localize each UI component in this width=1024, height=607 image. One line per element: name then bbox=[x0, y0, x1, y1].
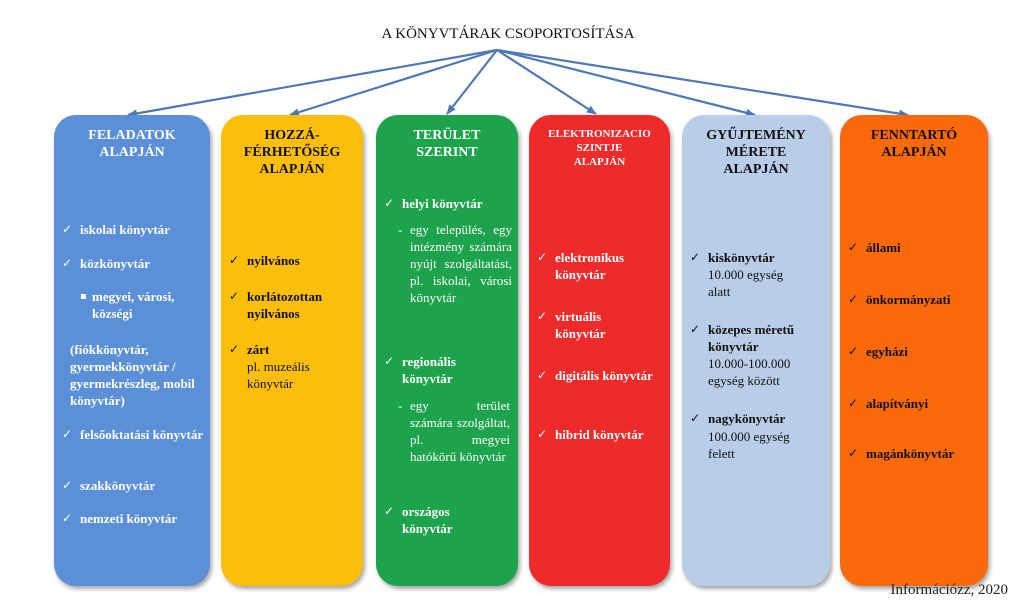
column-title: TERÜLET SZERINT bbox=[413, 128, 481, 160]
arrow-feladatok bbox=[127, 48, 498, 118]
list-item: virtuális könyvtár bbox=[537, 308, 655, 342]
column-title: FELADATOK ALAPJÁN bbox=[88, 128, 176, 160]
list-item: korlátozottan nyilvános bbox=[229, 288, 357, 322]
arrow-gyujtemeny bbox=[496, 48, 756, 117]
list-item: önkormányzati bbox=[848, 291, 996, 308]
column-title: GYŰJTEMÉNY MÉRETE ALAPJÁN bbox=[706, 128, 806, 177]
arrow-hozzaferhetoseg bbox=[289, 48, 498, 117]
arrow-elektronizacio bbox=[496, 49, 597, 115]
note-text: (fiókkönyvtár, gyermekkönyvtár / gyermek… bbox=[70, 342, 195, 408]
arrow-fenntarto bbox=[496, 48, 909, 118]
list-item: közkönyvtár bbox=[62, 255, 220, 272]
column-title: FENNTARTÓ ALAPJÁN bbox=[870, 128, 958, 160]
list-item: hibrid könyvtár bbox=[537, 426, 655, 443]
note-text: 100.000 egység felett bbox=[708, 429, 790, 461]
note-text: egy település, egy intézmény számára nyú… bbox=[398, 221, 512, 306]
list-item: állami bbox=[848, 239, 986, 256]
list-item: regionális könyvtár bbox=[384, 353, 502, 387]
column-fenntarto: FENNTARTÓ ALAPJÁN állami önkormányzati e… bbox=[840, 115, 988, 586]
column-hozzaferhetoseg: HOZZÁ- FÉRHETŐSÉG ALAPJÁN nyilvános korl… bbox=[221, 115, 363, 586]
list-item: iskolai könyvtár bbox=[62, 221, 220, 238]
list-item: kiskönyvtár bbox=[690, 249, 818, 266]
arrow-terulet bbox=[446, 49, 498, 115]
list-item: magánkönyvtár bbox=[848, 445, 996, 462]
sub-list-item: megyei, városi, községi bbox=[80, 288, 204, 322]
list-item: nyilvános bbox=[229, 252, 367, 269]
column-elektronizacio: ELEKTRONIZACIO SZINTJE ALAPJÁN elektroni… bbox=[529, 115, 670, 586]
column-feladatok: FELADATOK ALAPJÁN iskolai könyvtár közkö… bbox=[54, 115, 210, 586]
list-item: felsőoktatási könyvtár bbox=[62, 426, 210, 443]
note-text: 10.000-100.000 egység között bbox=[708, 356, 791, 388]
list-item: nemzeti könyvtár bbox=[62, 510, 180, 527]
list-item: helyi könyvtár bbox=[384, 195, 528, 212]
list-item: egyházi bbox=[848, 343, 986, 360]
list-item: közepes méretű könyvtár bbox=[690, 321, 838, 355]
list-item: nagykönyvtár bbox=[690, 410, 828, 427]
list-item: elektronikus könyvtár bbox=[537, 249, 667, 283]
column-terulet: TERÜLET SZERINT helyi könyvtár egy telep… bbox=[376, 115, 518, 586]
list-item: szakkönyvtár bbox=[62, 477, 220, 494]
diagram-title: A KÖNYVTÁRAK CSOPORTOSÍTÁSA bbox=[381, 26, 635, 42]
list-item: zárt bbox=[229, 341, 357, 358]
list-item: digitális könyvtár bbox=[537, 367, 655, 384]
column-title: ELEKTRONIZACIO SZINTJE ALAPJÁN bbox=[548, 128, 651, 168]
note-text: 10.000 egység alatt bbox=[708, 267, 784, 299]
footer-credit: Információzz, 2020 bbox=[890, 582, 1008, 598]
note-text: pl. muzeális könyvtár bbox=[247, 359, 310, 391]
column-title: HOZZÁ- FÉRHETŐSÉG ALAPJÁN bbox=[243, 128, 341, 177]
note-text: egy terület számára szolgáltat, pl. megy… bbox=[398, 397, 510, 465]
column-gyujtemeny: GYŰJTEMÉNY MÉRETE ALAPJÁN kiskönyvtár 10… bbox=[682, 115, 830, 586]
list-item: országos könyvtár bbox=[384, 503, 502, 537]
list-item: alapítványi bbox=[848, 395, 986, 412]
